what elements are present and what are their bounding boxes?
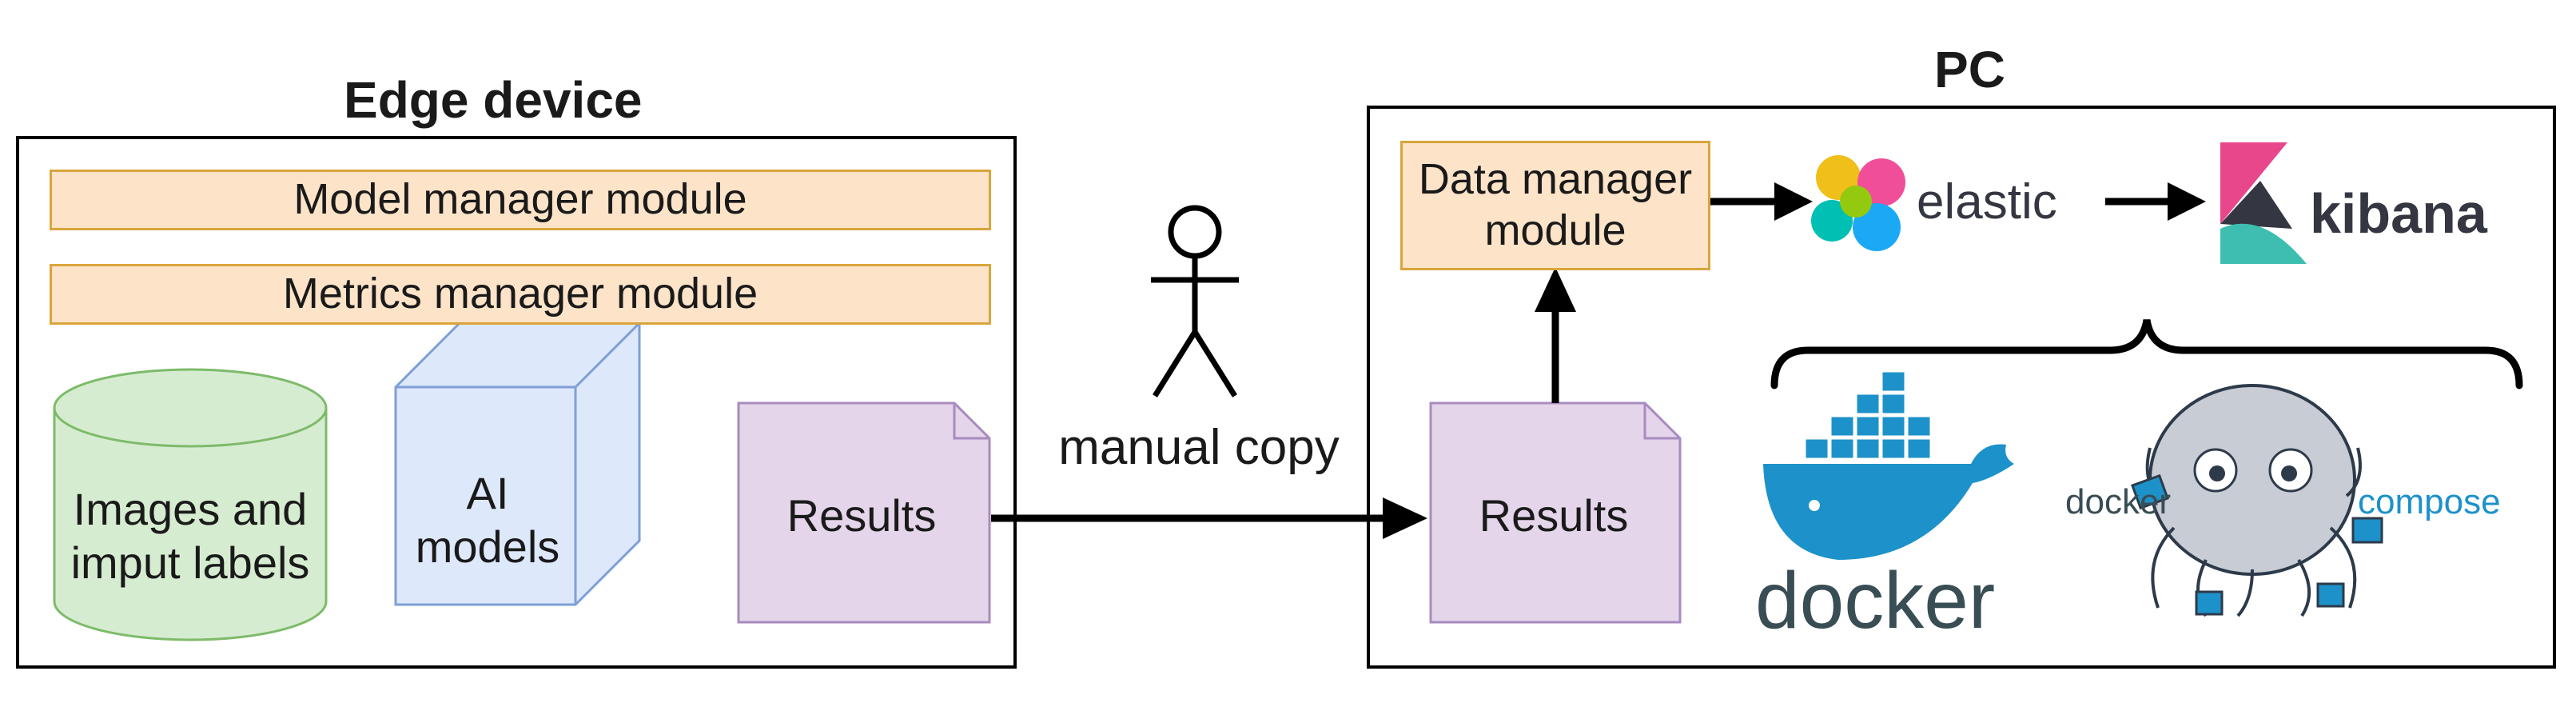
storage-label: Images and imput labels [70, 483, 310, 588]
compose-docker-label: docker [2065, 481, 2172, 521]
elastic-icon [1811, 155, 1905, 251]
docker-label: docker [1755, 556, 1996, 645]
elastic-to-kibana-arrow [2105, 182, 2206, 221]
person-icon [1151, 205, 1239, 397]
kibana-icon [2220, 142, 2307, 264]
manual-copy-label: manual copy [1058, 419, 1340, 475]
edge-results-document [737, 401, 991, 624]
brace-bracket [1770, 319, 2523, 389]
storage-cylinder [53, 368, 328, 641]
elastic-label: elastic [1917, 174, 2057, 230]
edge-results-label: Results [786, 490, 937, 541]
model-manager-module: Model manager module [50, 170, 991, 230]
docker-compose-octopus-icon [2131, 384, 2383, 617]
kibana-label: kibana [2310, 182, 2487, 245]
compose-label: compose [2358, 481, 2501, 521]
data-manager-to-elastic-arrow [1710, 182, 1813, 221]
pc-frame [1367, 106, 2556, 669]
pc-results-document [1429, 401, 1682, 624]
pc-results-label: Results [1479, 490, 1629, 541]
edge-device-title: Edge device [344, 71, 643, 129]
edge-device-frame [16, 136, 1017, 669]
ai-models-label: AI models [415, 467, 560, 572]
docker-whale-icon [1763, 369, 2014, 560]
data-manager-module: Data manager module [1400, 141, 1710, 270]
pc-title: PC [1934, 41, 2005, 98]
manual-copy-arrow [991, 497, 1427, 539]
metrics-manager-module: Metrics manager module [50, 264, 991, 325]
results-to-data-manager-arrow [1535, 267, 1576, 403]
